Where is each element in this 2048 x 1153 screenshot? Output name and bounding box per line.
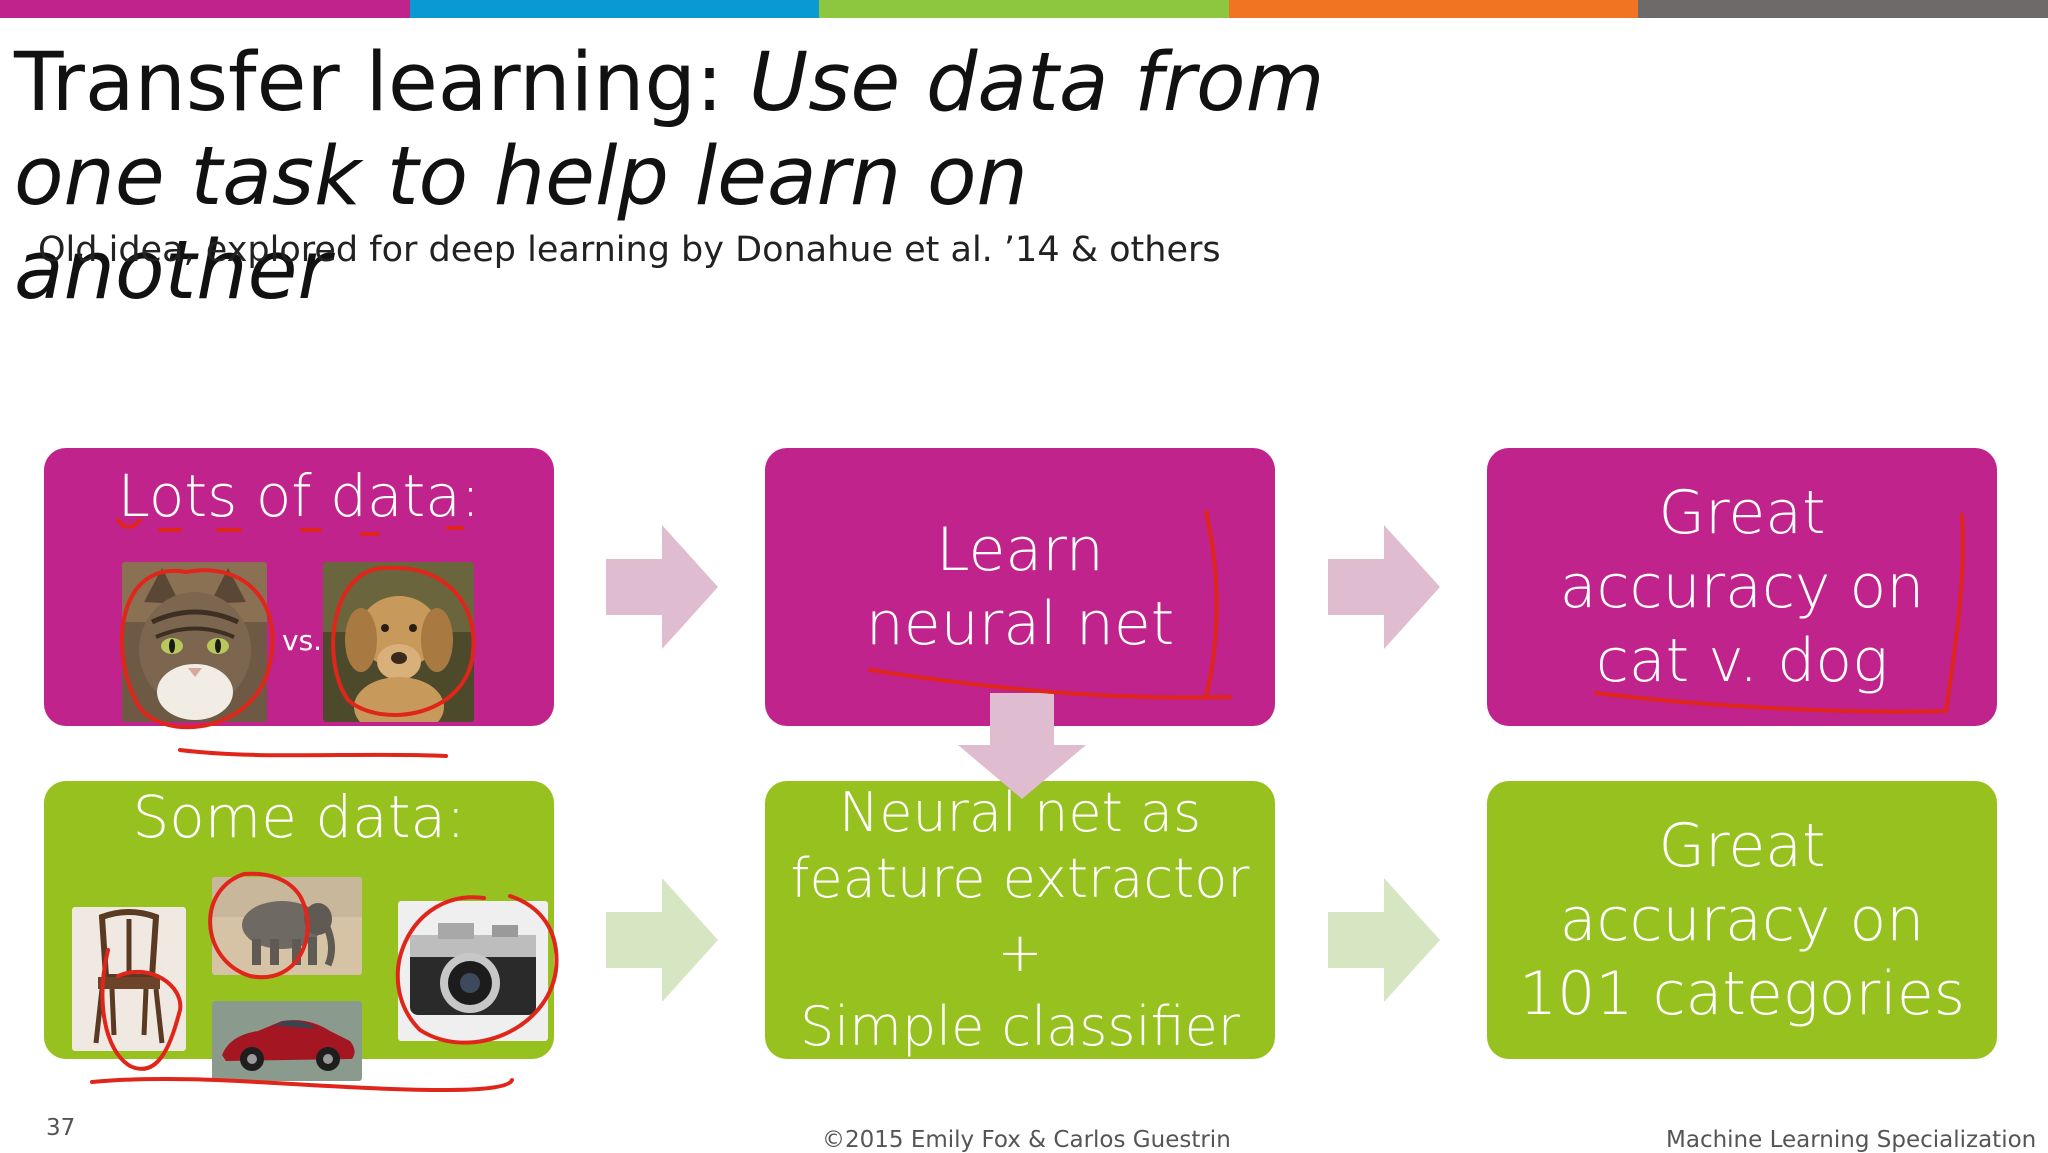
right-arrow-icon (1328, 525, 1440, 649)
learn-neural-net-box: Learn neural net (765, 448, 1275, 726)
vs-label: vs. (282, 624, 323, 657)
lots-of-data-box: Lots of data: vs. (44, 448, 554, 726)
copyright: ©2015 Emily Fox & Carlos Guestrin (822, 1127, 1231, 1153)
some-data-box: Some data: (44, 781, 554, 1081)
title-main: Transfer learning: (14, 36, 724, 130)
camera-photo (398, 901, 548, 1041)
color-bar-segment (1228, 0, 1639, 18)
some-data-label: Some data: (132, 783, 466, 851)
slide-subtitle: Old idea, explored for deep learning by … (38, 230, 1221, 270)
categories-accuracy-line: Great (1658, 811, 1826, 881)
page-number: 37 (46, 1115, 76, 1141)
learn-neural-net-line: neural net (865, 589, 1175, 659)
color-bar-segment (409, 0, 820, 18)
color-bar-segment (0, 0, 410, 18)
simple-classifier-line: Simple classifier (799, 995, 1241, 1058)
cat-dog-accuracy-box: Great accuracy on cat v. dog (1487, 448, 1997, 726)
cat-photo (122, 562, 267, 722)
color-bar-segment (819, 0, 1229, 18)
right-arrow-icon (1328, 878, 1440, 1002)
cat-dog-accuracy-line: cat v. dog (1595, 626, 1889, 696)
categories-accuracy-line: 101 categories (1518, 959, 1965, 1029)
car-photo (212, 1001, 362, 1081)
color-bar-segment (1638, 0, 2048, 18)
right-arrow-icon (606, 525, 718, 649)
dog-photo (323, 562, 474, 722)
down-arrow-icon (958, 693, 1086, 799)
elephant-photo (212, 877, 362, 975)
course-name: Machine Learning Specialization (1666, 1127, 2037, 1153)
cat-dog-accuracy-line: accuracy on (1559, 552, 1925, 622)
learn-neural-net-line: Learn (936, 515, 1104, 585)
right-arrow-icon (606, 878, 718, 1002)
categories-accuracy-line: accuracy on (1559, 885, 1925, 955)
feature-extractor-line: feature extractor (790, 847, 1250, 910)
cat-dog-accuracy-line: Great (1658, 478, 1826, 548)
feature-extractor-box: Neural net as feature extractor + Simple… (765, 781, 1275, 1059)
slide-title: Transfer learning: Use data from one tas… (14, 36, 1334, 318)
categories-accuracy-box: Great accuracy on 101 categories (1487, 781, 1997, 1059)
chair-photo (72, 907, 186, 1051)
lots-of-data-label: Lots of data: (117, 462, 481, 530)
top-color-bar (0, 0, 2048, 18)
plus-sign: + (997, 921, 1043, 984)
title-italic: Use data from one task to help learn on … (14, 36, 1325, 318)
